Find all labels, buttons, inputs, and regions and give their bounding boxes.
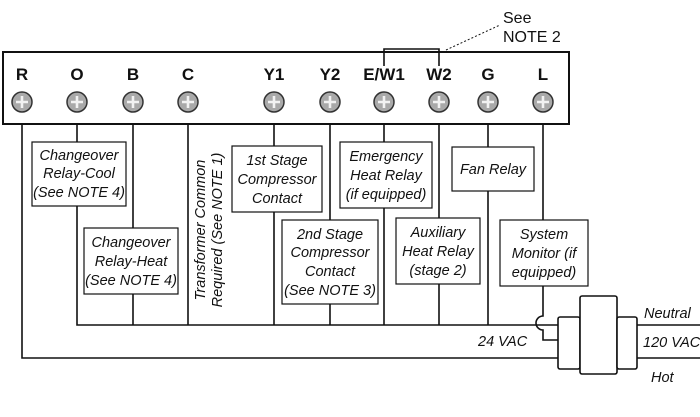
transformer-common-note: Transformer Common Required (See NOTE 1)	[192, 142, 232, 318]
terminal-label-l: L	[538, 65, 548, 84]
changeover-cool-line3: (See NOTE 4)	[33, 185, 125, 201]
stage2-line3: Contact	[305, 264, 356, 280]
box-emergency-heat-relay: Emergency Heat Relay (if equipped)	[339, 141, 433, 209]
emergency-line1: Emergency	[349, 149, 423, 165]
stage2-line2: Compressor	[291, 245, 371, 261]
emergency-line3: (if equipped)	[346, 187, 427, 203]
label-120vac: 120 VAC	[643, 335, 700, 351]
stage1-line1: 1st Stage	[246, 153, 307, 169]
changeover-cool-line1: Changeover	[40, 148, 120, 164]
auxiliary-line3: (stage 2)	[409, 263, 466, 279]
terminal-label-ew1: E/W1	[363, 65, 405, 84]
box-fan-relay: Fan Relay	[451, 146, 535, 192]
terminal-label-o: O	[70, 65, 83, 84]
box-2nd-stage-compressor: 2nd Stage Compressor Contact (See NOTE 3…	[281, 219, 379, 305]
terminal-label-b: B	[127, 65, 139, 84]
box-1st-stage-compressor: 1st Stage Compressor Contact	[231, 145, 323, 213]
changeover-heat-line3: (See NOTE 4)	[85, 273, 177, 289]
screw-ew1	[373, 91, 395, 113]
changeover-heat-line1: Changeover	[92, 235, 172, 251]
changeover-cool-line2: Relay-Cool	[43, 166, 115, 182]
screw-o	[66, 91, 88, 113]
screw-b	[122, 91, 144, 113]
transformer-core	[579, 295, 618, 375]
terminal-block	[2, 51, 570, 125]
terminal-label-r: R	[16, 65, 28, 84]
monitor-line3: equipped)	[512, 265, 577, 281]
transformer-secondary-coil	[557, 316, 581, 370]
terminal-label-w2: W2	[426, 65, 452, 84]
note2-line2: NOTE 2	[503, 29, 561, 46]
screw-c	[177, 91, 199, 113]
note2-leader	[445, 24, 501, 51]
auxiliary-line1: Auxiliary	[410, 225, 467, 241]
jumper-wire	[383, 48, 440, 66]
note2-line1: See	[503, 10, 532, 27]
label-neutral: Neutral	[644, 306, 692, 322]
monitor-line1: System	[520, 227, 568, 243]
changeover-heat-line2: Relay-Heat	[95, 254, 168, 270]
screw-r	[11, 91, 33, 113]
stage2-line4: (See NOTE 3)	[284, 283, 376, 299]
box-changeover-relay-cool: Changeover Relay-Cool (See NOTE 4)	[31, 141, 127, 207]
emergency-line2: Heat Relay	[350, 168, 422, 184]
terminal-label-g: G	[481, 65, 494, 84]
box-system-monitor: System Monitor (if equipped)	[499, 219, 589, 287]
fan-relay-label: Fan Relay	[460, 162, 527, 178]
terminal-label-c: C	[182, 65, 194, 84]
label-24vac: 24 VAC	[477, 334, 528, 350]
terminal-label-y1: Y1	[264, 65, 285, 84]
monitor-line2: Monitor (if	[512, 246, 578, 262]
screw-y1	[263, 91, 285, 113]
screw-g	[477, 91, 499, 113]
label-hot: Hot	[651, 370, 675, 386]
wire-r-hot-loop	[21, 124, 558, 359]
terminal-label-y2: Y2	[320, 65, 341, 84]
screw-y2	[319, 91, 341, 113]
transformer-common-line2: Required (See NOTE 1)	[210, 153, 226, 308]
box-auxiliary-heat-relay: Auxiliary Heat Relay (stage 2)	[395, 217, 481, 285]
stage2-line1: 2nd Stage	[296, 227, 363, 243]
wire-l	[535, 124, 558, 341]
stage1-line2: Compressor	[238, 172, 318, 188]
transformer-common-line1: Transformer Common	[193, 160, 209, 301]
stage1-line3: Contact	[252, 191, 303, 207]
screw-l	[532, 91, 554, 113]
transformer-primary-coil	[616, 316, 638, 370]
auxiliary-line2: Heat Relay	[402, 244, 474, 260]
screw-w2	[428, 91, 450, 113]
box-changeover-relay-heat: Changeover Relay-Heat (See NOTE 4)	[83, 227, 179, 295]
